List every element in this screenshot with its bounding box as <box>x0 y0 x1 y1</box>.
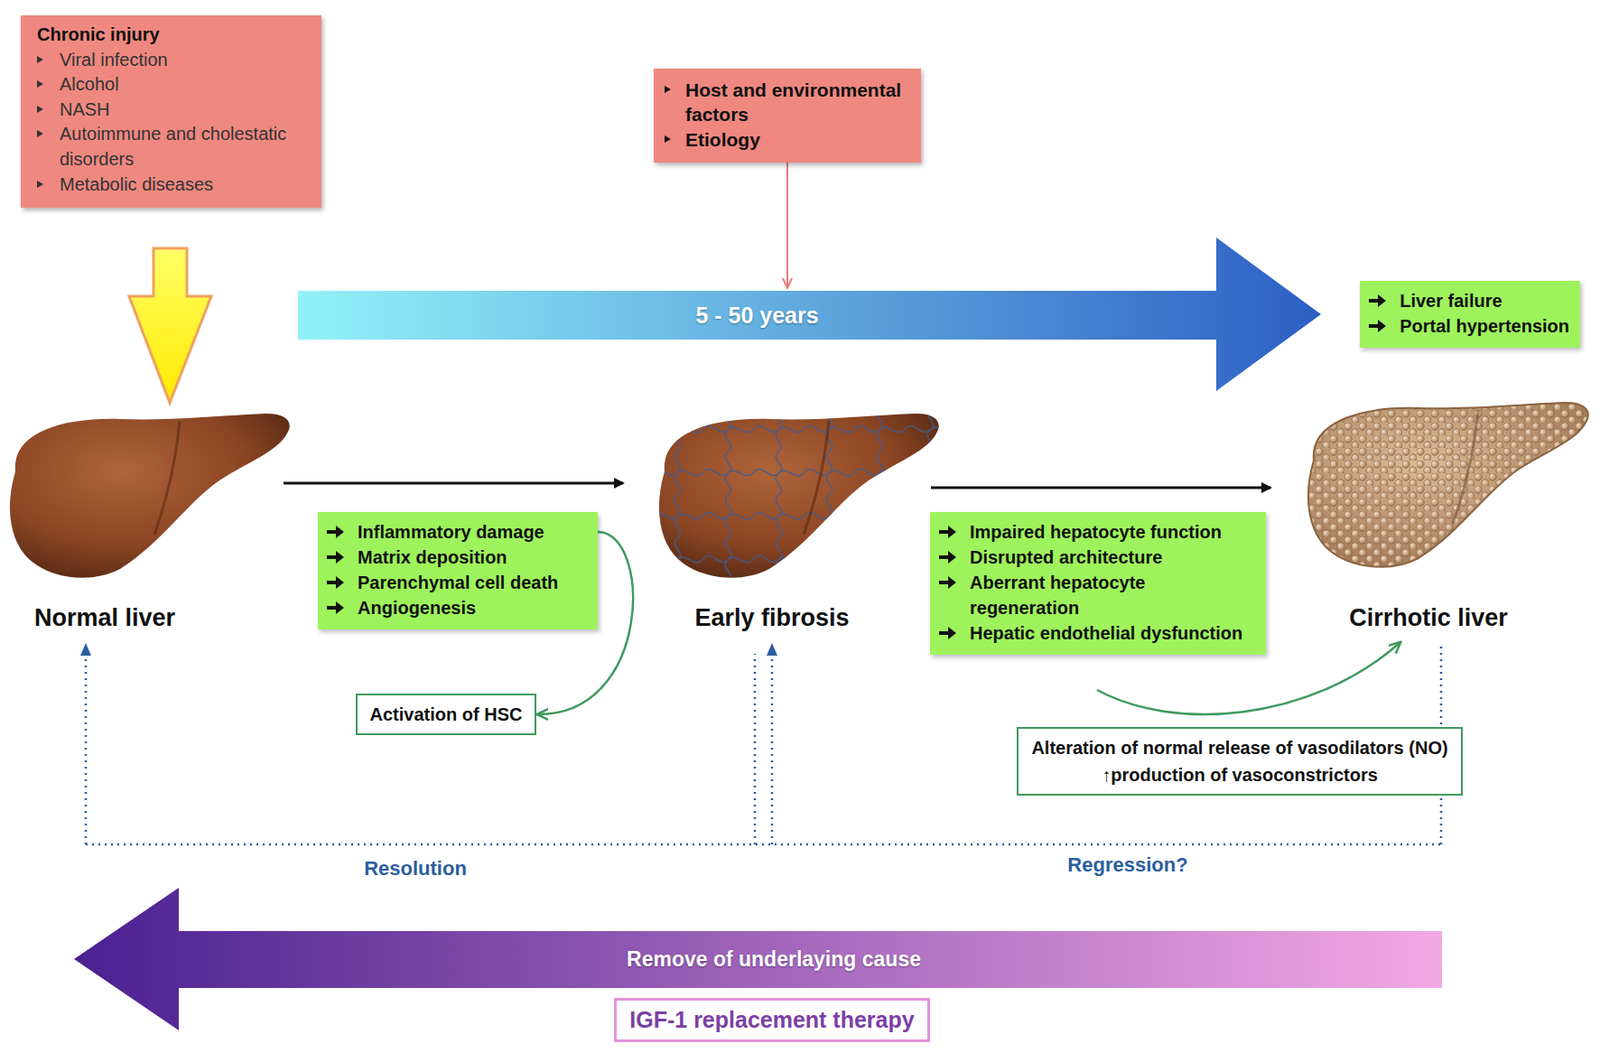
bullet-triangle <box>37 80 44 88</box>
bullet-triangle <box>37 105 44 113</box>
text-row: IGF-1 replacement therapy <box>629 1006 914 1033</box>
text-row: Matrix deposition <box>326 544 587 570</box>
liver-label: Cirrhotic liver <box>1348 604 1508 633</box>
factors-box: Host and environmental factorsEtiology <box>653 68 921 163</box>
bullet-arrow <box>326 550 345 564</box>
time-arrow-text: 5 - 50 years <box>297 290 1217 340</box>
bullet-triangle <box>37 180 44 188</box>
text-row: Metabolic diseases <box>29 172 313 198</box>
injury-box: Chronic injuryViral infectionAlcoholNASH… <box>20 15 322 208</box>
dotted-arrowhead <box>80 642 92 656</box>
normal-liver <box>9 413 290 578</box>
box-text: NASH <box>59 97 111 123</box>
vascular-box: Alteration of normal release of vasodila… <box>1016 726 1462 796</box>
box-text: Inflammatory damage <box>357 519 545 545</box>
bullet-arrow <box>939 525 958 539</box>
bullet-arrow <box>1368 319 1387 333</box>
box-text: Disrupted architecture <box>969 544 1163 570</box>
text-row: Portal hypertension <box>1368 313 1570 339</box>
fibrotic-liver <box>659 413 940 578</box>
text-row: Aberrant hepatocyte regeneration <box>939 569 1256 621</box>
box-text: ↑production of vasoconstrictors <box>1101 761 1378 789</box>
cirrhotic-liver <box>1308 402 1589 568</box>
bullet-arrow <box>939 576 958 589</box>
bullet-triangle <box>664 85 671 94</box>
text-row: NASH <box>29 97 313 123</box>
text-row: Impaired hepatocyte function <box>939 519 1256 545</box>
outcome-box: Liver failurePortal hypertension <box>1359 280 1581 348</box>
pathway-label: Resolution <box>363 856 467 881</box>
text-row: Chronic injury <box>29 22 313 48</box>
text-row: Activation of HSC <box>370 700 523 728</box>
box-text: Hepatic endothelial dysfunction <box>969 620 1243 646</box>
dotted-arrowhead <box>766 642 778 656</box>
box-text: Alteration of normal release of vasodila… <box>1031 734 1448 762</box>
progression-arrow <box>283 482 624 485</box>
box-text: Portal hypertension <box>1399 313 1570 339</box>
hsc-box: Activation of HSC <box>355 693 538 735</box>
pathway-label: Regression? <box>1067 853 1188 877</box>
connector-arrow <box>786 162 789 288</box>
bullet-triangle <box>664 135 671 143</box>
box-text: Activation of HSC <box>370 700 523 728</box>
box-text: Angiogenesis <box>357 595 476 621</box>
text-row: Disrupted architecture <box>939 544 1256 570</box>
time-arrow: 5 - 50 years <box>297 237 1321 391</box>
liver-label: Early fibrosis <box>694 604 849 633</box>
box-text: Aberrant hepatocyte regeneration <box>969 569 1256 621</box>
box-heading: Chronic injury <box>37 22 160 48</box>
progression-arrow <box>930 486 1271 490</box>
box-text: Viral infection <box>59 47 168 74</box>
text-row: Autoimmune and cholestatic disorders <box>29 121 313 172</box>
yellow-arrow <box>129 248 212 403</box>
bullet-triangle <box>37 55 44 64</box>
text-row: Inflammatory damage <box>326 519 587 545</box>
box-text: Parenchymal cell death <box>357 569 559 596</box>
box-text: Alcohol <box>59 72 120 98</box>
bullet-arrow <box>939 626 958 640</box>
text-row: Liver failure <box>1368 288 1570 314</box>
box-text: Impaired hepatocyte function <box>969 519 1222 545</box>
text-row: Viral infection <box>29 47 313 74</box>
box-text: Autoimmune and cholestatic disorders <box>59 121 313 172</box>
text-row: ↑production of vasoconstrictors <box>1031 761 1448 789</box>
liver-label: Normal liver <box>34 604 176 633</box>
therapy-arrow-text: Remove of underlaying cause <box>128 930 1420 988</box>
bullet-triangle <box>37 130 44 138</box>
therapy-box: IGF-1 replacement therapy <box>613 997 930 1042</box>
text-row: Alcohol <box>29 72 313 98</box>
text-row: Hepatic endothelial dysfunction <box>939 620 1256 646</box>
box-text: Metabolic diseases <box>59 172 214 198</box>
time-arrow-outline <box>297 237 1321 391</box>
text-row: Parenchymal cell death <box>326 569 587 596</box>
process-box: Inflammatory damageMatrix depositionPare… <box>317 511 598 630</box>
bullet-arrow <box>1368 294 1387 307</box>
text-row: Angiogenesis <box>326 595 587 621</box>
text-row: Etiology <box>664 127 909 152</box>
bullet-arrow <box>939 550 958 564</box>
bullet-arrow <box>326 601 345 614</box>
box-text: Etiology <box>685 127 761 152</box>
text-row: Host and environmental factors <box>664 77 909 128</box>
box-text: IGF-1 replacement therapy <box>629 1006 914 1033</box>
bullet-arrow <box>326 525 345 539</box>
text-row: Alteration of normal release of vasodila… <box>1031 734 1448 762</box>
bullet-arrow <box>326 576 345 589</box>
box-text: Liver failure <box>1399 288 1502 314</box>
process-box: Impaired hepatocyte functionDisrupted ar… <box>930 511 1266 655</box>
box-text: Matrix deposition <box>357 544 508 570</box>
box-text: Host and environmental factors <box>685 77 909 128</box>
